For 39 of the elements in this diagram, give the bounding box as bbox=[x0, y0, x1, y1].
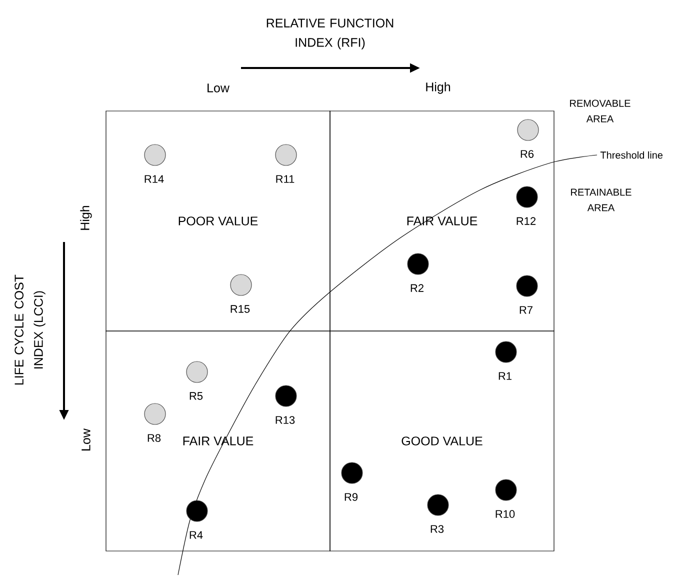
data-point: R5 bbox=[186, 361, 208, 400]
node-label: R1 bbox=[498, 372, 512, 380]
node-label: R12 bbox=[516, 217, 536, 225]
node-label: R10 bbox=[496, 510, 515, 518]
data-point: R8 bbox=[144, 403, 166, 442]
axis-label: Low bbox=[208, 84, 230, 92]
axis-title: RELATIVE FUNCTION INDEX (RFI) bbox=[266, 18, 394, 50]
data-point: R13 bbox=[275, 385, 297, 424]
data-point: R2 bbox=[407, 253, 429, 292]
node-label: R6 bbox=[520, 150, 534, 158]
axis-label: High bbox=[426, 82, 450, 94]
curve-label: Threshold line bbox=[600, 151, 663, 159]
node-label: R9 bbox=[344, 493, 358, 501]
node-label: R7 bbox=[520, 306, 532, 314]
node-label: R15 bbox=[230, 305, 250, 313]
data-point: R4 bbox=[186, 500, 208, 539]
node-label: R14 bbox=[144, 175, 164, 183]
data-point: R10 bbox=[495, 479, 517, 518]
axis-label: Low bbox=[82, 428, 90, 450]
data-point: R9 bbox=[341, 462, 363, 501]
axis-label: High bbox=[80, 206, 92, 230]
area-label: REMOVABLE AREA bbox=[570, 100, 630, 122]
data-point: R11 bbox=[275, 144, 297, 183]
data-point: R6 bbox=[517, 119, 539, 158]
axis-title: LIFE CYCLE COST INDEX (LCCI) bbox=[14, 274, 46, 385]
node-label: R5 bbox=[190, 392, 203, 400]
node-label: R4 bbox=[190, 531, 203, 539]
data-point: R1 bbox=[495, 341, 517, 380]
node-label: R13 bbox=[276, 416, 295, 424]
data-point: R15 bbox=[230, 274, 252, 313]
node-label: R11 bbox=[276, 175, 294, 183]
node-label: R3 bbox=[430, 525, 444, 533]
data-point: R3 bbox=[427, 494, 449, 533]
data-point: R14 bbox=[144, 144, 166, 183]
area-label: RETAINABLE AREA bbox=[571, 188, 632, 212]
data-point: R7 bbox=[516, 275, 538, 314]
node-label: R8 bbox=[148, 434, 161, 442]
data-point: R12 bbox=[516, 186, 538, 225]
node-label: R2 bbox=[410, 284, 424, 292]
